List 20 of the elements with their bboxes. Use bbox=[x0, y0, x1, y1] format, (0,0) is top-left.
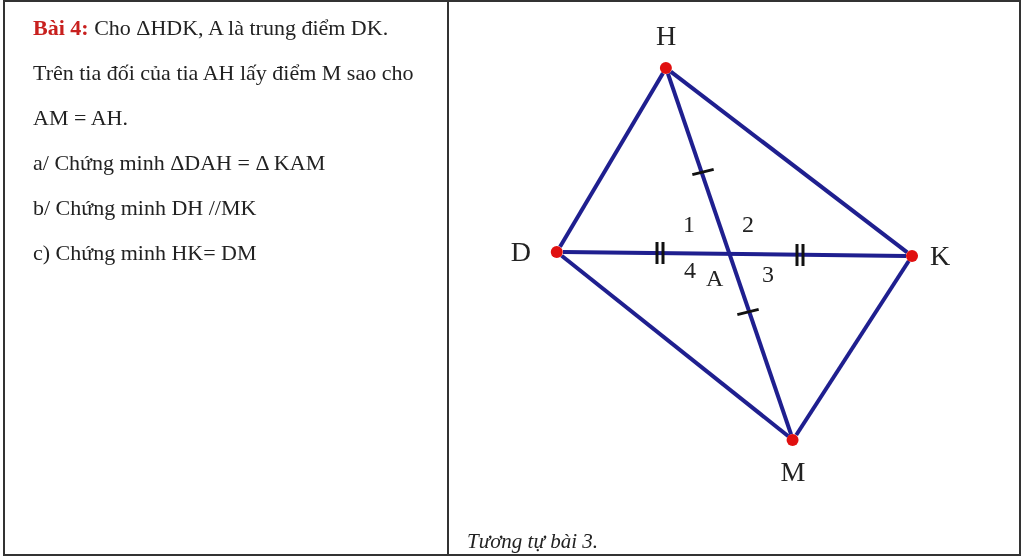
point-label: A bbox=[706, 266, 724, 290]
point-label: M bbox=[780, 458, 806, 486]
line-segment bbox=[669, 70, 909, 254]
point-label: H bbox=[655, 22, 677, 50]
line-segment bbox=[562, 250, 907, 258]
problem-text: Bài 4: Cho ΔHDK, A là trung điểm DK. Trên tia đối của tia AH lấy điểm M sao cho AM = AH. bbox=[33, 14, 415, 132]
point-label: K bbox=[930, 242, 951, 270]
angle-number: 3 bbox=[762, 262, 774, 286]
angle-number: 2 bbox=[742, 212, 754, 236]
question-text: b/ Chứng minh DH //MK bbox=[33, 194, 258, 222]
line-segment bbox=[794, 259, 911, 437]
line-segment bbox=[666, 73, 793, 435]
angle-number: 1 bbox=[683, 212, 695, 236]
point-label: D bbox=[510, 238, 531, 266]
angle-number: 4 bbox=[684, 258, 696, 282]
question-text: c) Chứng minh HK= DM bbox=[33, 239, 258, 267]
caption: Tương tự bài 3. bbox=[467, 528, 598, 555]
line-segment bbox=[558, 72, 665, 248]
line-segment bbox=[560, 254, 790, 438]
question-text: a/ Chứng minh ΔDAH = Δ KAM bbox=[33, 149, 327, 177]
